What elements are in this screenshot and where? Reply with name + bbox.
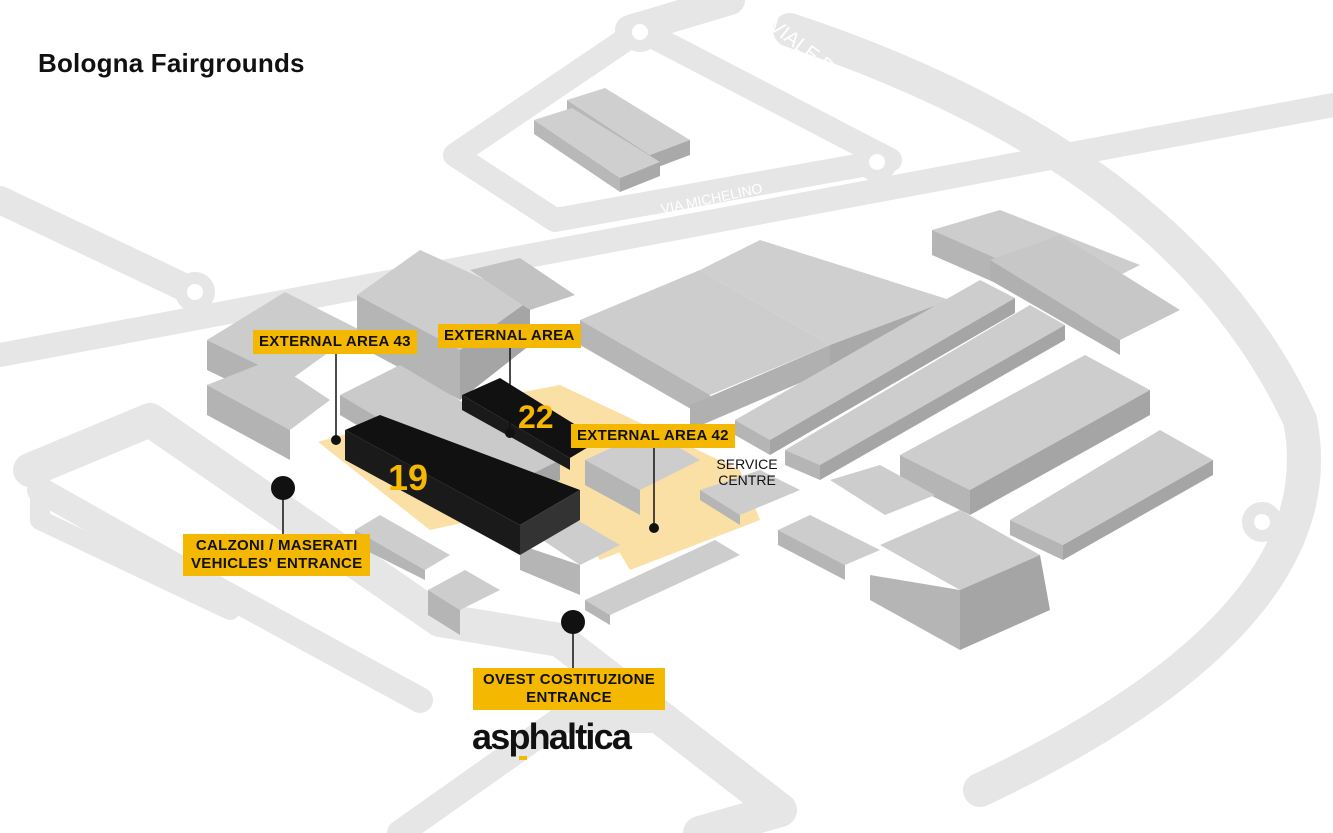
service-centre-line-1: SERVICE [716,456,778,472]
label-external-area: EXTERNAL AREA [438,324,581,348]
logo-accent-mark [519,756,527,760]
calzoni-line-2: VEHICLES' ENTRANCE [191,555,363,572]
hall-22-top [462,378,600,458]
road-south [387,707,673,833]
ovest-entrance-marker [561,610,585,634]
page-title: Bologna Fairgrounds [38,48,305,78]
label-calzoni-entrance: CALZONI / MASERATI VEHICLES' ENTRANCE [183,534,371,576]
road-west [0,186,204,304]
label-external-area-text: EXTERNAL AREA [444,327,575,344]
road-inner-block [30,470,240,620]
ovest-line-2: ENTRANCE [526,689,612,706]
road-inner-west [27,477,433,713]
service-centre-line-2: CENTRE [718,472,776,488]
label-external-area-42-text: EXTERNAL AREA 42 [577,427,729,444]
hall-22-number: 22 [518,399,554,435]
callout-dots [271,428,659,634]
road-stalingrado [13,403,797,833]
hall-22-side [462,395,570,470]
calzoni-entrance-marker [271,476,295,500]
hall-19-side [345,430,520,555]
road-aldo-moro [773,13,1321,807]
road-via-michelino [0,93,1333,367]
asphaltica-logo: asphaltica [472,716,632,757]
roundabouts [175,12,1282,542]
label-service-centre: SERVICE CENTRE [706,456,788,488]
highlighted-halls [345,378,600,555]
label-external-area-43-text: EXTERNAL AREA 43 [259,333,411,350]
label-external-area-42: EXTERNAL AREA 42 [571,424,735,448]
label-ovest-entrance: OVEST COSTITUZIONE ENTRANCE [473,668,666,710]
hall-19-number: 19 [388,457,428,498]
label-external-area-43: EXTERNAL AREA 43 [253,330,417,354]
calzoni-line-1: CALZONI / MASERATI [195,537,358,554]
ovest-line-1: OVEST COSTITUZIONE [483,671,656,688]
hall-19-top [345,415,580,525]
hall-19-end [520,490,580,555]
